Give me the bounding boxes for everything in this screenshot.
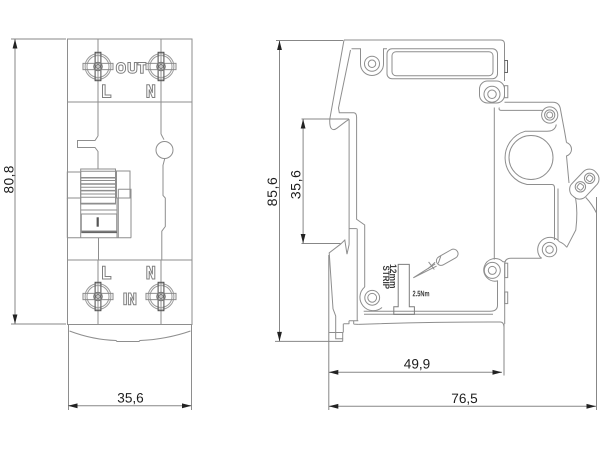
svg-text:STRIP: STRIP <box>381 266 391 290</box>
svg-text:2.5Nm: 2.5Nm <box>412 289 429 298</box>
svg-text:85,6: 85,6 <box>265 177 281 207</box>
svg-text:80,8: 80,8 <box>2 165 17 193</box>
svg-text:12mm: 12mm <box>388 264 398 289</box>
svg-text:35,6: 35,6 <box>289 170 305 200</box>
svg-text:35,6: 35,6 <box>117 390 143 405</box>
svg-text:49,9: 49,9 <box>404 356 430 371</box>
svg-text:76,5: 76,5 <box>451 391 477 406</box>
